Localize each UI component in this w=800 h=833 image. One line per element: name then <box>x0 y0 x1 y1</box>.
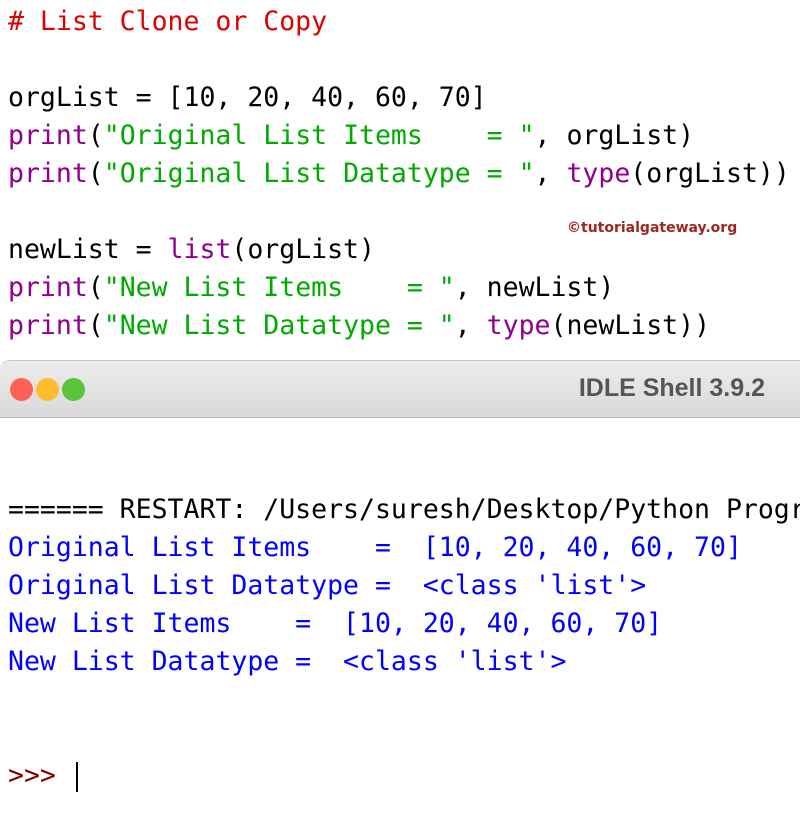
code-line: orgList = [10, 20, 40, 60, 70] <box>8 79 790 117</box>
token-out: Original List Datatype = <class 'list'> <box>8 570 647 601</box>
code-line: Original List Datatype = <class 'list'> <box>8 567 800 605</box>
minimize-button[interactable] <box>36 378 59 401</box>
token-plain: ( <box>87 310 104 341</box>
token-string: "New List Items = " <box>103 272 455 303</box>
token-plain: orgList = [10, 20, 40, 60, 70] <box>8 82 487 113</box>
token-builtin: print <box>8 158 88 189</box>
code-line: print("New List Items = ", newList) <box>8 269 790 307</box>
token-out: Original List Items = [10, 20, 40, 60, 7… <box>8 532 742 563</box>
code-line: print("Original List Datatype = ", type(… <box>8 155 790 193</box>
token-string: "Original List Datatype = " <box>103 158 535 189</box>
token-plain: ( <box>87 158 104 189</box>
window-titlebar[interactable]: IDLE Shell 3.9.2 <box>0 360 800 418</box>
token-plain: , <box>534 158 567 189</box>
token-out: New List Datatype = <class 'list'> <box>8 646 567 677</box>
window-title: IDLE Shell 3.9.2 <box>578 374 765 402</box>
token-builtin: print <box>8 272 88 303</box>
token-plain: , orgList) <box>534 120 695 151</box>
token-plain: (orgList) <box>231 234 375 265</box>
code-line: ====== RESTART: /Users/suresh/Desktop/Py… <box>8 491 800 529</box>
token-string: "New List Datatype = " <box>103 310 455 341</box>
token-plain: ( <box>87 272 104 303</box>
token-out: New List Items = [10, 20, 40, 60, 70] <box>8 608 663 639</box>
code-line: Original List Items = [10, 20, 40, 60, 7… <box>8 529 800 567</box>
code-line: newList = list(orgList) <box>8 231 790 269</box>
shell-output[interactable]: ====== RESTART: /Users/suresh/Desktop/Py… <box>8 415 800 833</box>
token-plain: , newList) <box>454 272 615 303</box>
code-line: # List Clone or Copy <box>8 3 790 41</box>
zoom-button[interactable] <box>62 378 85 401</box>
token-builtin: type <box>486 310 551 341</box>
token-plain: (newList)) <box>550 310 711 341</box>
token-builtin: type <box>566 158 631 189</box>
text-cursor <box>75 761 78 792</box>
token-plain: , <box>454 310 487 341</box>
code-editor[interactable]: # List Clone or Copy orgList = [10, 20, 4… <box>8 3 790 345</box>
code-line <box>8 41 790 79</box>
code-line: print("Original List Items = ", orgList) <box>8 117 790 155</box>
close-button[interactable] <box>10 378 33 401</box>
token-plain: ====== RESTART: /Users/suresh/Desktop/Py… <box>8 494 800 525</box>
prompt: >>> <box>8 760 72 791</box>
code-line: print("New List Datatype = ", type(newLi… <box>8 307 790 345</box>
code-line: New List Datatype = <class 'list'> <box>8 643 800 681</box>
token-plain: (orgList)) <box>630 158 790 189</box>
token-builtin: print <box>8 310 88 341</box>
shell-prompt-line[interactable]: >>> <box>8 757 800 795</box>
token-plain: newList = <box>8 234 168 265</box>
token-builtin: print <box>8 120 88 151</box>
token-plain: ( <box>87 120 104 151</box>
watermark: ©tutorialgateway.org <box>567 220 738 236</box>
token-string: "Original List Items = " <box>103 120 535 151</box>
code-line: New List Items = [10, 20, 40, 60, 70] <box>8 605 800 643</box>
token-builtin: list <box>167 234 232 265</box>
token-comment: # List Clone or Copy <box>8 6 328 37</box>
